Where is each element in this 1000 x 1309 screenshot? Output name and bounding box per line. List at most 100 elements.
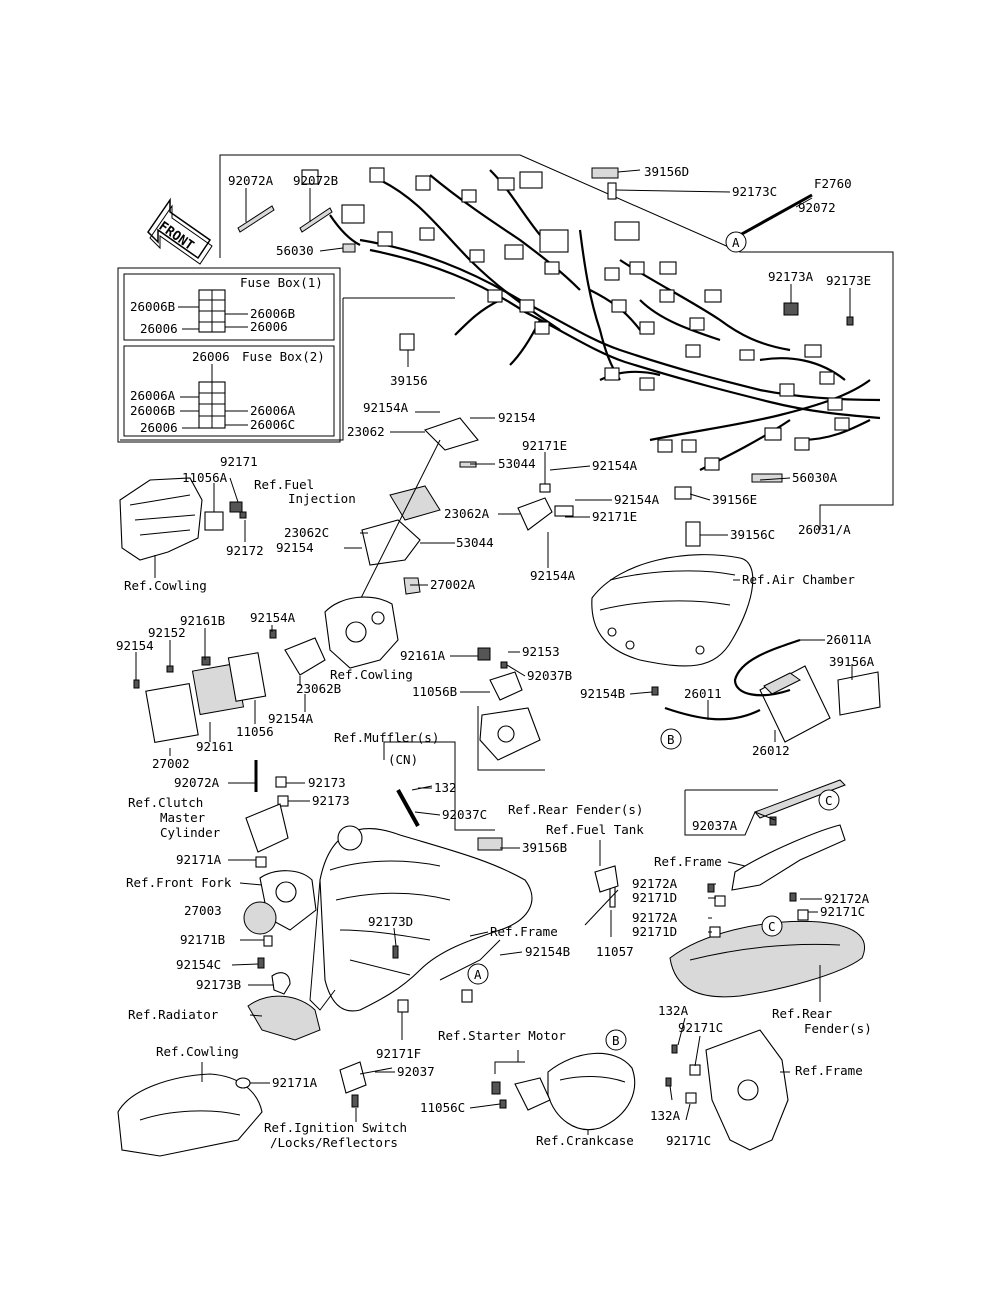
ref-label-frame: Ref.Frame — [654, 854, 722, 869]
callout-c-bottom: C — [768, 919, 776, 934]
ref-label-cowling: Ref.Cowling — [330, 667, 413, 682]
part-label: 26011A — [826, 632, 872, 647]
ref-label-cowling: Ref.Cowling — [156, 1044, 239, 1059]
main-wiring-harness — [301, 167, 881, 471]
callout-a-top: A — [732, 235, 740, 250]
part-label: F2760 — [814, 176, 852, 191]
part-label: 92171C — [666, 1133, 711, 1148]
ref-label-fuel-injection: Injection — [288, 491, 356, 506]
cowling-stay-center — [324, 596, 399, 669]
part-label: 92173B — [196, 977, 241, 992]
part-label: 53044 — [498, 456, 536, 471]
lower-cowling — [117, 1073, 263, 1157]
part-label: 92173C — [732, 184, 777, 199]
rear-fender-parts — [584, 816, 866, 998]
ref-label-rear-fender: Fender(s) — [804, 1021, 872, 1036]
ref-label-fuel-tank: Ref.Fuel Tank — [546, 822, 644, 837]
ref-label-rear-fender: Ref.Rear — [772, 1006, 833, 1021]
part-label: 26031/A — [798, 522, 851, 537]
ref-label-front-fork: Ref.Front Fork — [126, 875, 232, 890]
part-label: 92072B — [293, 173, 338, 188]
battery-assembly — [651, 638, 881, 819]
part-label: 92171C — [820, 904, 865, 919]
part-label: 92072 — [798, 200, 836, 215]
part-label: 39156C — [730, 527, 775, 542]
reference-labels: Ref.Cowling Ref.Fuel Injection Ref.Air C… — [124, 477, 872, 1150]
part-label: 92154 — [116, 638, 154, 653]
part-label: 92154A — [530, 568, 576, 583]
callout-b-top: B — [667, 732, 675, 747]
main-frame — [309, 825, 533, 1013]
part-label: 92154A — [592, 458, 638, 473]
part-label: 92072A — [228, 173, 274, 188]
part-label: 23062 — [347, 424, 385, 439]
part-label: 92172A — [632, 910, 678, 925]
ref-label-radiator: Ref.Radiator — [128, 1007, 219, 1022]
part-label: 92154A — [268, 711, 314, 726]
part-label: 92171A — [272, 1075, 318, 1090]
part-label: 92072A — [174, 775, 220, 790]
part-label: 92152 — [148, 625, 186, 640]
part-label: 11057 — [596, 944, 634, 959]
fuse-box-1-title: Fuse Box(1) — [240, 275, 323, 290]
ref-label-cowling: Ref.Cowling — [124, 578, 207, 593]
part-label: 92171D — [632, 924, 677, 939]
part-label: 92154C — [176, 957, 221, 972]
part-label: 92173A — [768, 269, 814, 284]
part-label: 11056A — [182, 470, 228, 485]
callout-b-bottom: B — [612, 1033, 620, 1048]
ref-label-frame: Ref.Frame — [795, 1063, 863, 1078]
part-label: 26012 — [752, 743, 790, 758]
part-label: 92154A — [250, 610, 296, 625]
part-label: 92171 — [220, 454, 258, 469]
part-label: 92037A — [692, 818, 738, 833]
fuse-label: 26006B — [130, 403, 175, 418]
ref-label-rear-fender: Ref.Rear Fender(s) — [508, 802, 643, 817]
part-label: 92154 — [276, 540, 314, 555]
fuse-box-1-panel: Fuse Box(1) 26006B 26006B 26006 26006 26… — [117, 267, 341, 443]
part-label: 26011 — [684, 686, 722, 701]
fuse-label: 26006 — [140, 420, 178, 435]
leader-lines — [135, 169, 853, 1135]
fuse-box-2-title: Fuse Box(2) — [242, 349, 325, 364]
ecu-cluster — [133, 629, 326, 744]
part-label: (CN) — [388, 752, 418, 767]
part-label: 27002 — [152, 756, 190, 771]
ecu-bracket-assembly — [349, 417, 553, 621]
part-label: 92171A — [176, 852, 222, 867]
ref-label-clutch: Ref.Clutch — [128, 795, 203, 810]
starter-motor-area — [491, 1052, 636, 1131]
part-label: 53044 — [456, 535, 494, 550]
part-label: 11056C — [420, 1100, 465, 1115]
part-label: 92173 — [308, 775, 346, 790]
part-number-labels: 92072A 92072B 56030 39156D 92173C F2760 … — [116, 164, 875, 1148]
callout-c-top: C — [825, 793, 833, 808]
part-label: 92161B — [180, 613, 225, 628]
part-label: 92171C — [678, 1020, 723, 1035]
ignition-parts — [339, 1061, 393, 1108]
part-label: 132A — [650, 1108, 681, 1123]
part-label: 23062C — [284, 525, 329, 540]
part-label: 39156B — [522, 840, 567, 855]
harness-bracket — [120, 154, 894, 518]
ref-label-clutch: Cylinder — [160, 825, 221, 840]
radiator-bracket — [247, 995, 321, 1041]
ref-label-mufflers: Ref.Muffler(s) — [334, 730, 439, 745]
rear-frame-piece — [665, 1029, 789, 1151]
part-label: 132A — [658, 1003, 689, 1018]
part-label: 56030 — [276, 243, 314, 258]
ref-label-starter-motor: Ref.Starter Motor — [438, 1028, 566, 1043]
ref-label-clutch: Master — [160, 810, 206, 825]
part-label: 92172A — [632, 876, 678, 891]
fuse-label: 26006A — [130, 388, 176, 403]
part-label: 11056B — [412, 684, 457, 699]
part-label: 92171D — [632, 890, 677, 905]
part-label: 92154 — [498, 410, 536, 425]
callout-a-bottom: A — [474, 967, 482, 982]
part-label: 56030A — [792, 470, 838, 485]
ref-label-frame: Ref.Frame — [490, 924, 558, 939]
part-label: 92173D — [368, 914, 413, 929]
part-label: 92037B — [527, 668, 572, 683]
front-arrow: FRONT — [147, 197, 213, 265]
part-label: 92173 — [312, 793, 350, 808]
